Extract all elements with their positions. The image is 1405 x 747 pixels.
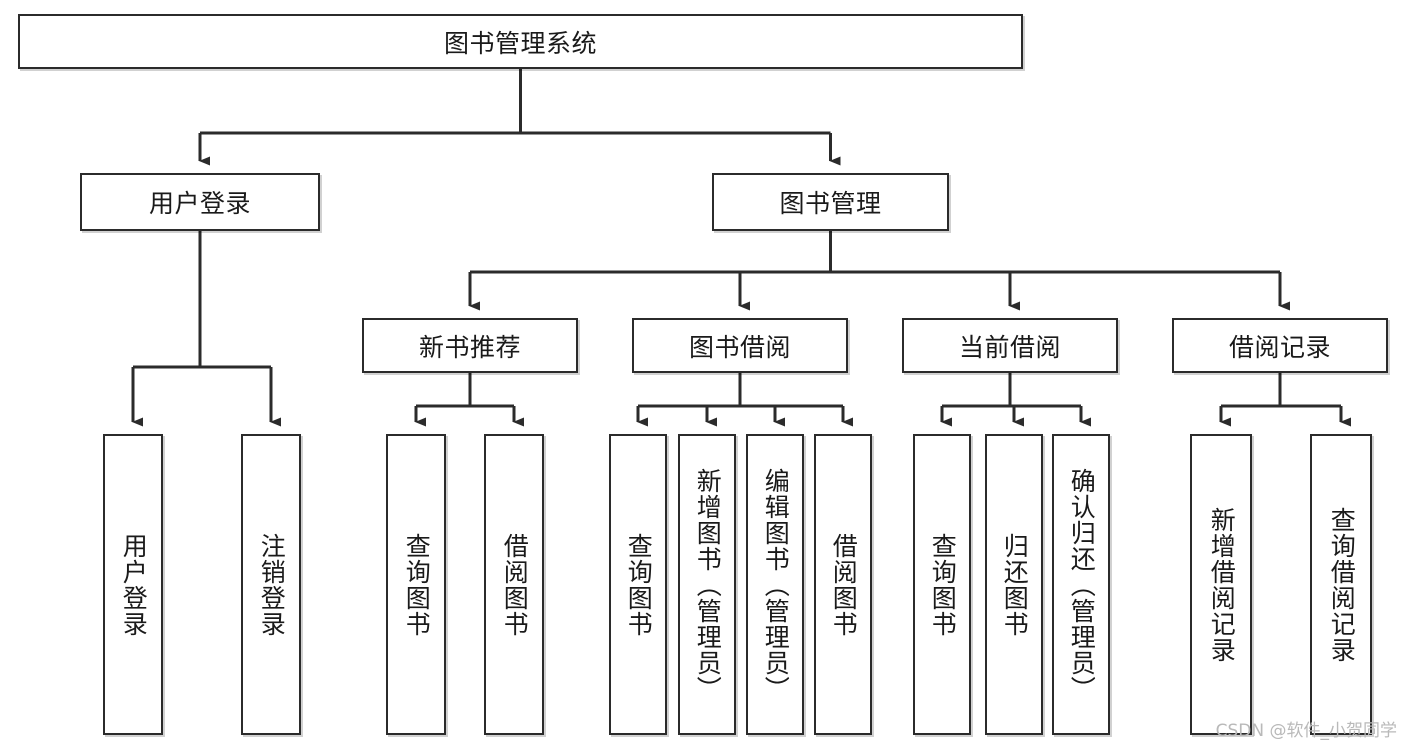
node-label: 新书推荐 <box>418 332 521 362</box>
node-label: 用户登录 <box>119 532 149 637</box>
node-label: 图书管理 <box>779 189 882 218</box>
node-label: 确认归还（管理员） <box>1067 467 1097 702</box>
node-leaf-user-login[interactable]: 用户登录 <box>103 434 163 735</box>
node-label: 查询图书 <box>624 532 654 637</box>
node-new-book-recommend[interactable]: 新书推荐 <box>362 318 578 373</box>
node-label: 查询借阅记录 <box>1327 506 1357 663</box>
node-leaf-add-borrow-record[interactable]: 新增借阅记录 <box>1190 434 1252 735</box>
node-leaf-borrow-book[interactable]: 借阅图书 <box>814 434 872 735</box>
node-leaf-query-borrow-record[interactable]: 查询借阅记录 <box>1310 434 1372 735</box>
node-leaf-return-book[interactable]: 归还图书 <box>985 434 1043 735</box>
node-leaf-query-book-current[interactable]: 查询图书 <box>913 434 971 735</box>
node-label: 借阅图书 <box>500 532 530 637</box>
node-label: 当前借阅 <box>958 332 1061 362</box>
node-label: 图书管理系统 <box>443 28 597 58</box>
node-leaf-edit-book-admin[interactable]: 编辑图书（管理员） <box>746 434 804 735</box>
node-label: 借阅图书 <box>829 532 859 637</box>
node-leaf-query-book-rec[interactable]: 查询图书 <box>386 434 446 735</box>
node-label: 新增图书（管理员） <box>693 467 723 702</box>
node-label: 编辑图书（管理员） <box>761 467 791 702</box>
node-user-login[interactable]: 用户登录 <box>80 173 320 231</box>
node-label: 用户登录 <box>148 189 251 218</box>
node-leaf-borrow-book-rec[interactable]: 借阅图书 <box>484 434 544 735</box>
node-label: 图书借阅 <box>688 332 791 362</box>
node-leaf-query-book-borrow[interactable]: 查询图书 <box>609 434 667 735</box>
node-label: 归还图书 <box>1000 532 1030 637</box>
node-book-manage[interactable]: 图书管理 <box>712 173 949 231</box>
node-label: 注销登录 <box>257 532 287 637</box>
node-borrow-record[interactable]: 借阅记录 <box>1172 318 1388 373</box>
node-label: 借阅记录 <box>1228 332 1331 362</box>
node-label: 新增借阅记录 <box>1207 506 1237 663</box>
watermark-text: CSDN @软件_小贺同学 <box>1215 721 1397 741</box>
node-book-borrow[interactable]: 图书借阅 <box>632 318 848 373</box>
node-label: 查询图书 <box>928 532 958 637</box>
node-current-borrow[interactable]: 当前借阅 <box>902 318 1118 373</box>
node-leaf-add-book-admin[interactable]: 新增图书（管理员） <box>678 434 736 735</box>
node-leaf-confirm-return-admin[interactable]: 确认归还（管理员） <box>1052 434 1110 735</box>
node-label: 查询图书 <box>402 532 432 637</box>
node-root[interactable]: 图书管理系统 <box>18 14 1023 69</box>
node-leaf-user-logout[interactable]: 注销登录 <box>241 434 301 735</box>
